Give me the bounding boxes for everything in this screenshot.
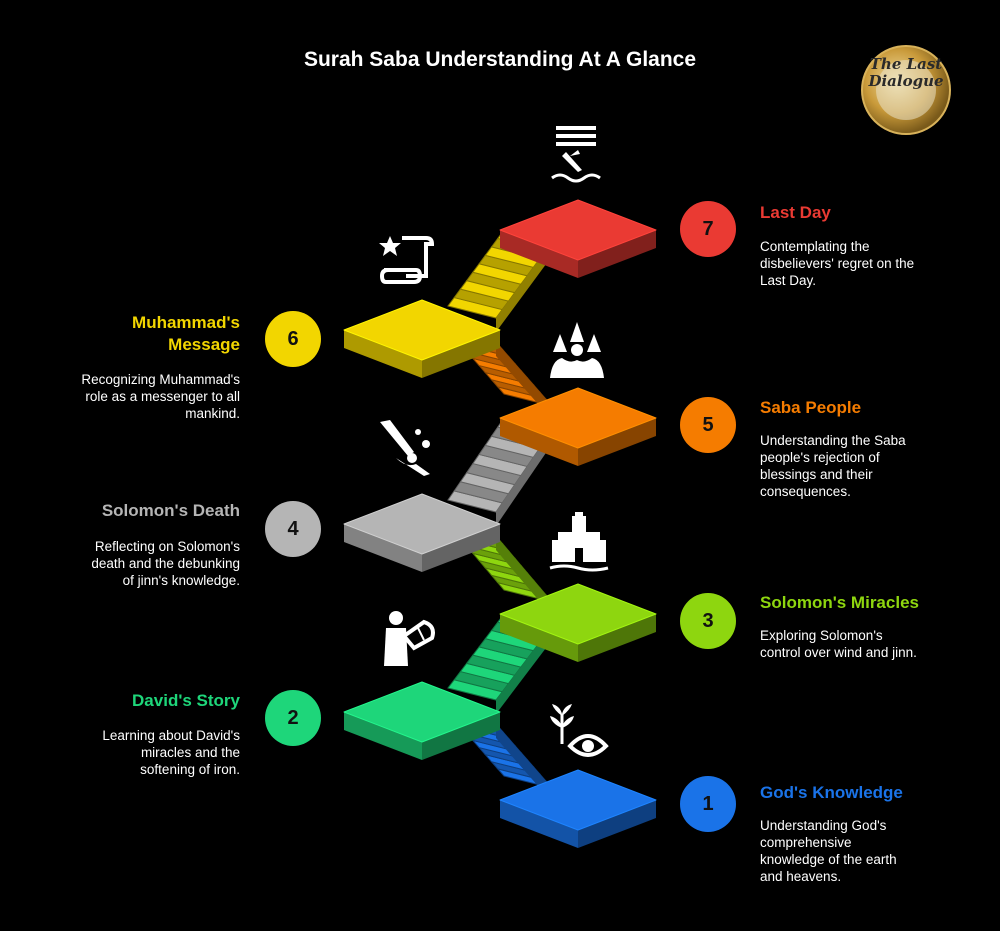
desc-line: Understanding God's	[760, 818, 887, 833]
step-3-badge: 3	[680, 593, 736, 649]
desc-line: people's rejection of	[760, 450, 880, 465]
desc-line: consequences.	[760, 484, 851, 499]
step-6-title-line: Muhammad's	[132, 313, 240, 332]
landing-side	[500, 614, 578, 662]
step-4-badge: 4	[265, 501, 321, 557]
landing-top	[343, 299, 501, 361]
stair-side	[496, 724, 552, 802]
step-5-title: Saba People	[760, 398, 862, 417]
landing-top	[499, 583, 657, 645]
landing-side	[422, 330, 500, 378]
logo-text: The Last Dialogue	[868, 55, 944, 90]
landing-top	[499, 769, 657, 831]
desc-line: comprehensive	[760, 835, 852, 850]
desc-line: role as a messenger to all	[85, 389, 240, 404]
desc-line: of jinn's knowledge.	[122, 573, 240, 588]
step-4-desc: Reflecting on Solomon's death and the de…	[40, 538, 240, 589]
step-1-title: God's Knowledge	[760, 783, 903, 802]
sprout-eye-icon	[550, 704, 609, 757]
landing-side	[422, 712, 500, 760]
stair-side	[496, 342, 552, 420]
landing-side	[500, 800, 578, 848]
castle-icon	[549, 512, 609, 572]
desc-line: softening of iron.	[140, 762, 240, 777]
stair-side	[496, 626, 552, 714]
desc-line: knowledge of the earth	[760, 852, 897, 867]
step-1-desc: Understanding God's comprehensive knowle…	[760, 817, 897, 885]
landing-top	[499, 387, 657, 449]
landing-side	[422, 524, 500, 572]
desc-line: Exploring Solomon's	[760, 628, 883, 643]
landing-side	[500, 230, 578, 278]
landing-side	[578, 418, 656, 466]
landing-top	[343, 493, 501, 555]
step-5-desc: Understanding the Saba people's rejectio…	[760, 432, 906, 500]
desc-line: Learning about David's	[102, 728, 240, 743]
desc-line: death and the debunking	[91, 556, 240, 571]
desc-line: and heavens.	[760, 869, 842, 884]
landing-top	[499, 199, 657, 261]
landing-side	[344, 524, 422, 572]
desc-line: blessings and their	[760, 467, 873, 482]
step-3-desc: Exploring Solomon's control over wind an…	[760, 627, 917, 661]
desc-line: mankind.	[185, 406, 240, 421]
step-6-badge: 6	[265, 311, 321, 367]
sinking-ship-icon	[551, 126, 601, 183]
page-title: Surah Saba Understanding At A Glance	[303, 48, 697, 71]
step-2-title: David's Story	[132, 691, 240, 710]
landing-side	[344, 712, 422, 760]
step-4-title: Solomon's Death	[101, 501, 240, 520]
desc-line: miracles and the	[140, 745, 240, 760]
desc-line: Understanding the Saba	[760, 433, 906, 448]
step-7-desc: Contemplating the disbelievers' regret o…	[760, 238, 914, 289]
step-5-badge: 5	[680, 397, 736, 453]
star-scroll-icon	[379, 236, 434, 284]
landing-side	[500, 418, 578, 466]
step-7-badge: 7	[680, 201, 736, 257]
desc-line: control over wind and jinn.	[760, 645, 917, 660]
desc-line: Contemplating the	[760, 239, 870, 254]
step-6-title-line: Message	[168, 335, 240, 354]
step-6-title: Muhammad's Message	[40, 312, 240, 356]
desc-line: disbelievers' regret on the	[760, 256, 915, 271]
step-7-title: Last Day	[760, 203, 831, 222]
step-6-desc: Recognizing Muhammad's role as a messeng…	[40, 371, 240, 422]
landing-top	[343, 681, 501, 743]
desc-line: Recognizing Muhammad's	[81, 372, 240, 387]
step-3-title: Solomon's Miracles	[760, 593, 919, 612]
desc-line: Last Day.	[760, 273, 817, 288]
landing-side	[578, 800, 656, 848]
stair-side	[496, 430, 552, 526]
landing-side	[344, 330, 422, 378]
stair-side	[496, 536, 552, 616]
step-2-badge: 2	[265, 690, 321, 746]
step-2-desc: Learning about David's miracles and the …	[40, 727, 240, 778]
desc-line: Reflecting on Solomon's	[94, 539, 240, 554]
fallen-staff-icon	[380, 420, 430, 476]
people-group-icon	[550, 322, 604, 378]
last-dialogue-logo	[861, 45, 951, 135]
stair-side	[496, 242, 552, 332]
david-harp-icon	[384, 611, 435, 666]
landing-side	[578, 614, 656, 662]
step-1-badge: 1	[680, 776, 736, 832]
landing-side	[578, 230, 656, 278]
